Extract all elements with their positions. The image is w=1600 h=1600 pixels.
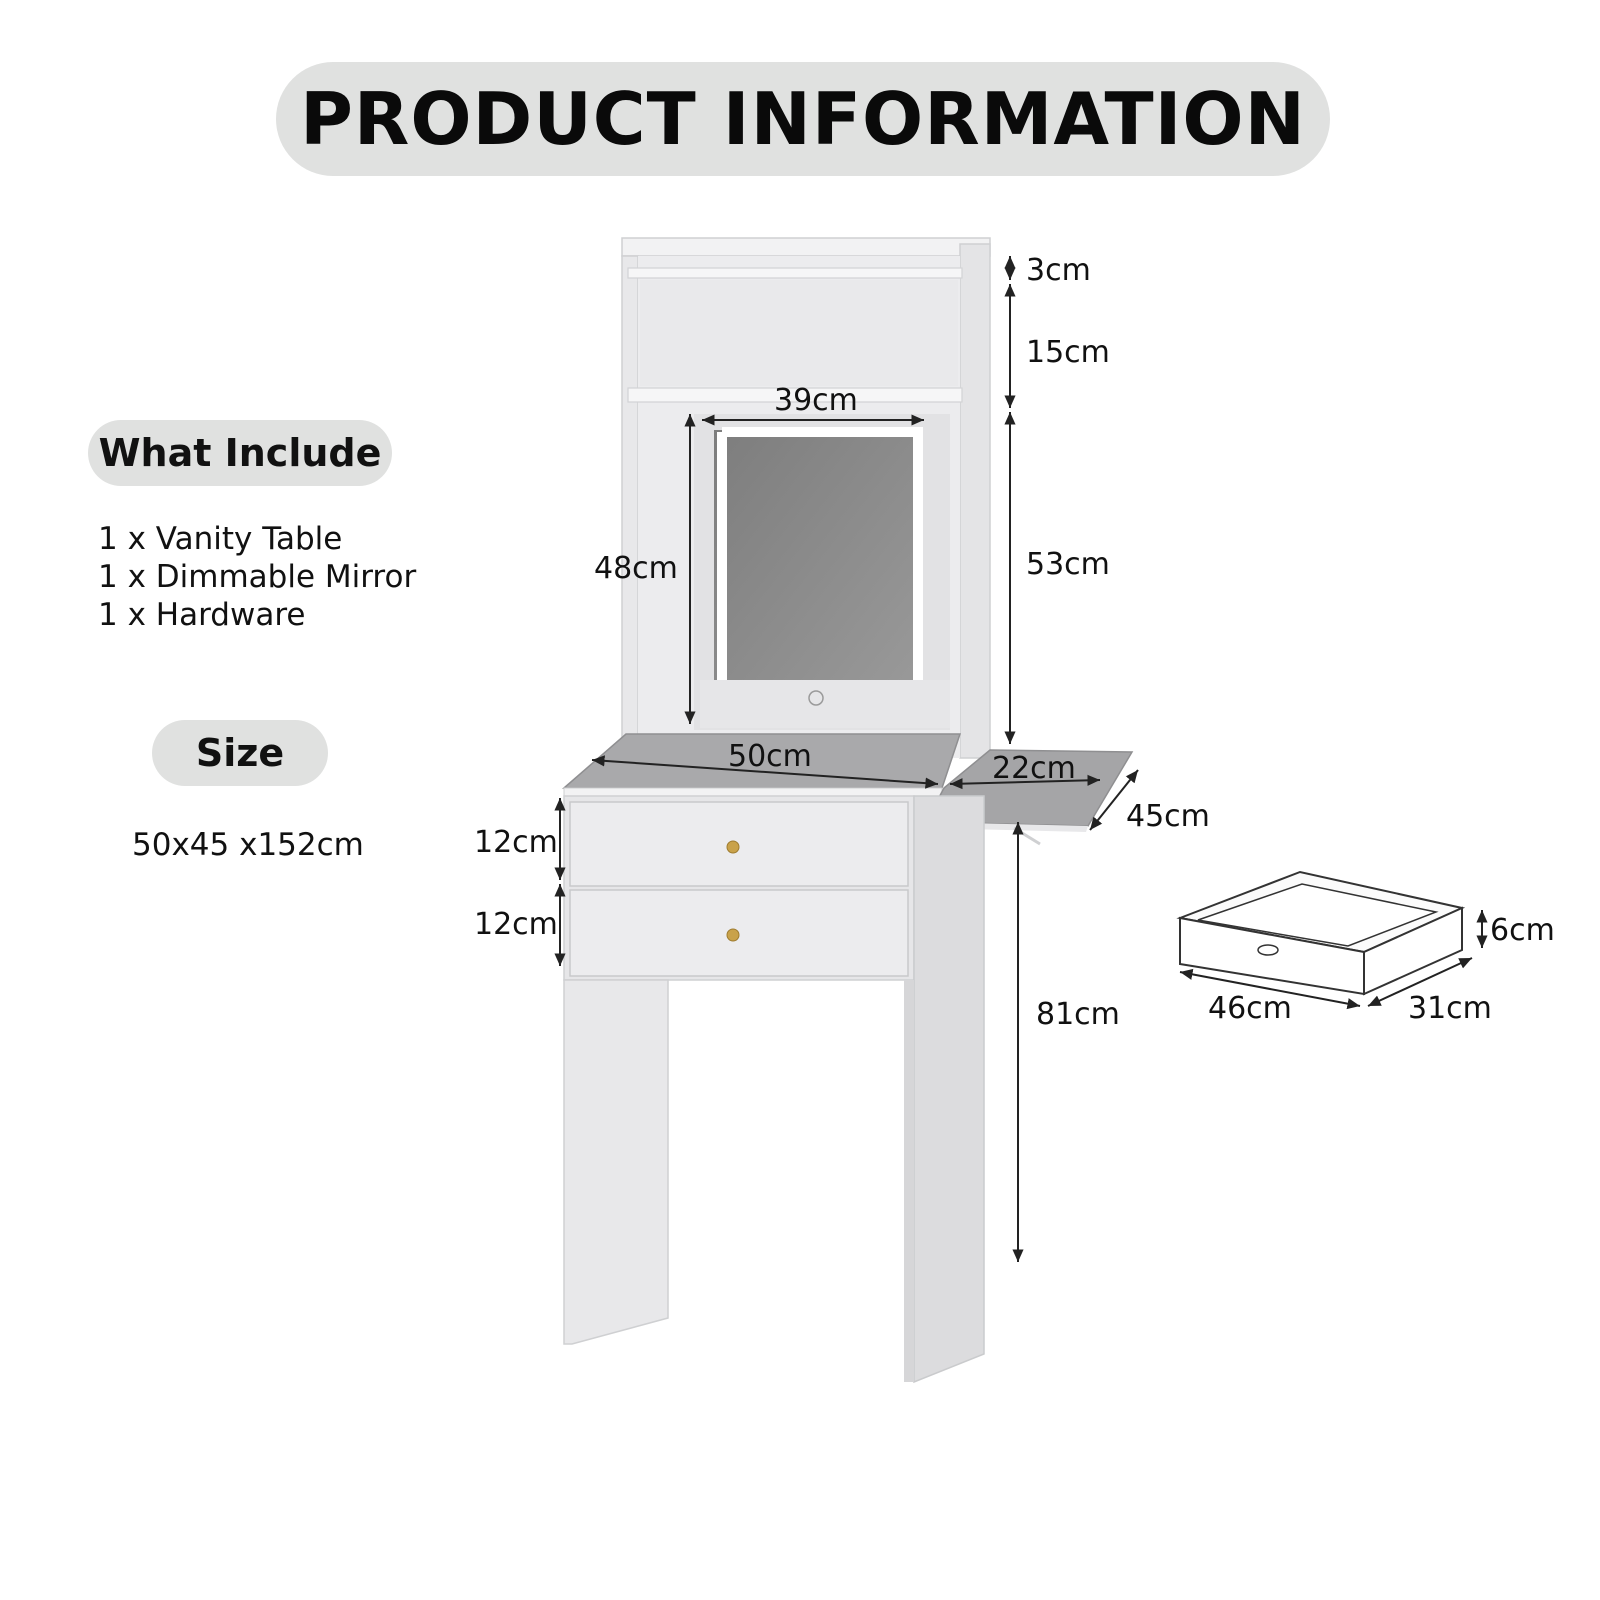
size-value: 50x45 x152cm [132,827,364,863]
size-heading: Size [195,731,285,775]
size-heading-pill: Size [152,720,328,786]
dim-top-rim: 3cm [1026,253,1091,288]
drawer-knob [726,840,740,854]
dim-drawer-one-height: 12cm [474,825,558,860]
dim-side-table-width: 22cm [992,751,1076,786]
includes-heading-pill: What Include [88,420,392,486]
drawer-handle-icon [1257,944,1279,956]
list-item: 1 x Dimmable Mirror [98,559,417,595]
dim-table-height: 81cm [1036,997,1120,1032]
includes-list: 1 x Vanity Table 1 x Dimmable Mirror 1 x… [98,520,416,634]
dim-table-width: 50cm [728,739,812,774]
dim-drawer-width: 46cm [1208,991,1292,1026]
dim-mirror-width: 39cm [774,383,858,418]
drawer-top [569,801,909,887]
mirror [694,414,950,730]
includes-heading: What Include [98,431,382,475]
dim-mirror-height: 48cm [594,551,678,586]
dimension-lines [554,256,1488,1262]
title-banner: PRODUCT INFORMATION [276,62,1330,176]
dim-drawer-two-height: 12cm [474,907,558,942]
list-item: 1 x Vanity Table [98,521,343,557]
dim-drawer-length: 31cm [1408,991,1492,1026]
dim-table-depth: 45cm [1126,799,1210,834]
dim-drawer-depth: 6cm [1490,913,1555,948]
drawer-knob [726,928,740,942]
page-title: PRODUCT INFORMATION [300,77,1306,161]
cabinet-body [563,795,985,1384]
dim-shelf-height: 15cm [1026,335,1110,370]
drawer-illustration [1176,870,1466,996]
list-item: 1 x Hardware [98,597,306,633]
dim-mirror-section-height: 53cm [1026,547,1110,582]
touch-switch-icon [808,690,824,706]
